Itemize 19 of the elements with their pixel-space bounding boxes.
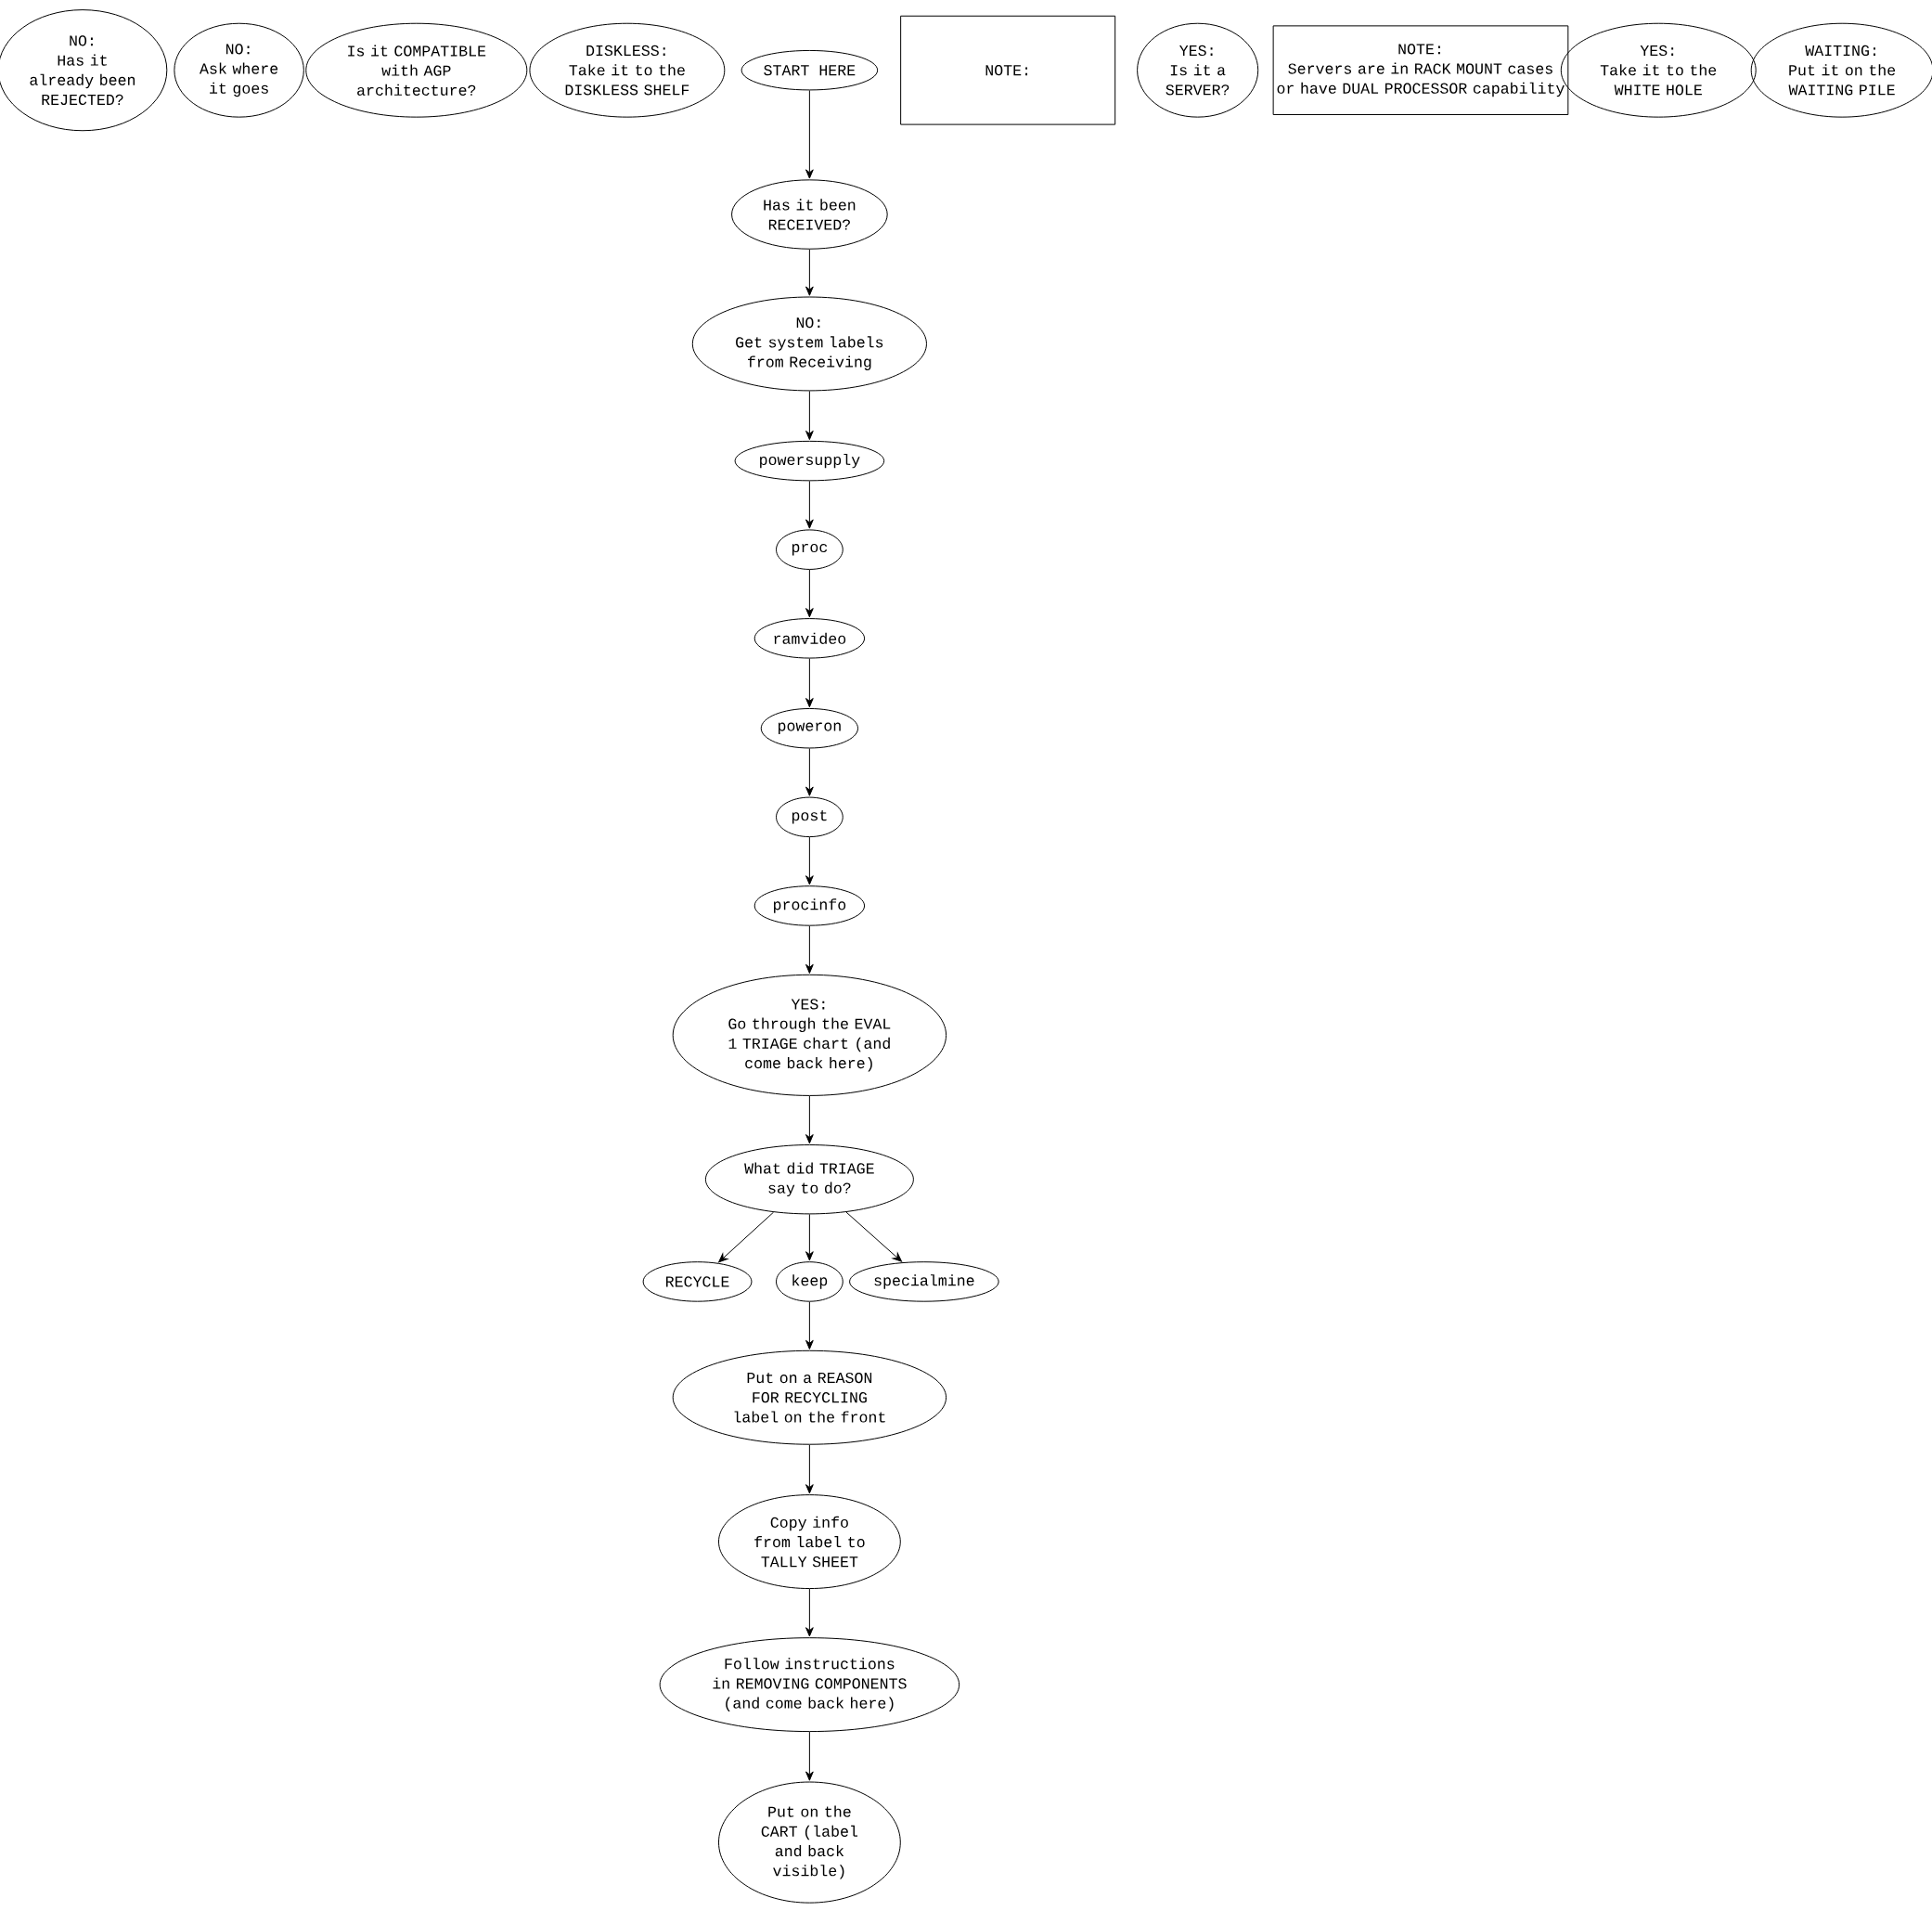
arrow bbox=[805, 747, 814, 796]
arrow bbox=[805, 1588, 814, 1637]
arrow bbox=[805, 89, 814, 179]
note-box: NOTE: bbox=[900, 15, 1116, 125]
arrow bbox=[718, 1211, 775, 1263]
arrow bbox=[805, 1444, 814, 1494]
arrow bbox=[805, 249, 814, 296]
arrow bbox=[805, 1095, 814, 1144]
arrow bbox=[805, 1213, 814, 1261]
arrow bbox=[805, 1300, 814, 1349]
arrow bbox=[805, 836, 814, 885]
arrow bbox=[805, 1731, 814, 1781]
arrow bbox=[805, 390, 814, 440]
note-box: NOTE: Servers are in RACK MOUNT cases or have DUAL PROCESSOR capability bbox=[1272, 25, 1569, 115]
arrow bbox=[805, 480, 814, 529]
arrow bbox=[805, 569, 814, 618]
arrow bbox=[805, 657, 814, 707]
arrow bbox=[845, 1211, 903, 1262]
arrow bbox=[805, 925, 814, 974]
